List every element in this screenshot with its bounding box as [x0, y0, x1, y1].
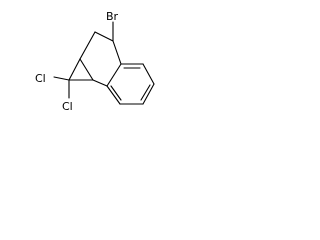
bond-ch2-ch	[79, 31, 96, 60]
bond-cbr-aromatic	[112, 40, 122, 65]
skeleton-bonds	[53, 21, 122, 99]
bond-ch-ccl2	[68, 58, 81, 81]
atom-label-cl-lower: Cl	[62, 100, 73, 113]
atom-label-br: Br	[106, 10, 119, 23]
chemical-structure-diagram: Br Cl Cl	[35, 10, 155, 113]
bond-cbr-ch2	[94, 31, 114, 42]
aromatic-bond-6	[106, 63, 122, 87]
aromatic-double-2	[140, 84, 151, 101]
aromatic-bond-5	[106, 85, 121, 105]
bond-cfused-aromatic	[92, 79, 108, 87]
bond-ch-cfused	[79, 58, 94, 81]
atom-label-cl-upper: Cl	[35, 72, 46, 85]
bond-c-cl-upper	[53, 76, 70, 81]
aromatic-double-3	[110, 85, 122, 101]
aromatic-bond-3	[142, 83, 155, 105]
aromatic-bond-2	[142, 63, 155, 85]
benzene-ring	[106, 63, 155, 105]
